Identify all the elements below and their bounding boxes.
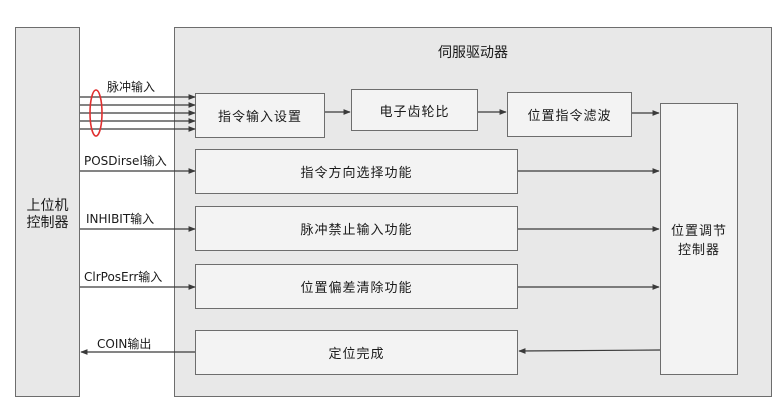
block-pos-error-clear: 位置偏差清除功能 [195, 264, 518, 309]
label-clrposerr-input: ClrPosErr输入 [84, 270, 163, 284]
host-controller-panel: 上位机 控制器 [15, 27, 80, 397]
block-cmd-input-setting: 指令输入设置 [195, 93, 325, 138]
block-position-controller: 位置调节 控制器 [660, 103, 738, 375]
label-inhibit-input: INHIBIT输入 [86, 212, 155, 226]
block-positioning-complete: 定位完成 [195, 330, 518, 375]
host-controller-label: 上位机 控制器 [26, 198, 69, 231]
block-pos-cmd-filter: 位置指令滤波 [507, 92, 632, 137]
arrow-controller-to-complete [518, 348, 661, 354]
block-electronic-gear: 电子齿轮比 [351, 89, 478, 131]
label-coin-output: COIN输出 [97, 337, 152, 351]
label-posdirsel-input: POSDirsel输入 [84, 154, 167, 168]
block-pulse-inhibit: 脉冲禁止输入功能 [195, 206, 518, 251]
label-pulse-input: 脉冲输入 [107, 80, 156, 94]
servo-drive-title: 伺服驱动器 [438, 45, 508, 61]
block-cmd-dir-select: 指令方向选择功能 [195, 149, 518, 194]
pulse-group-ellipse [89, 89, 103, 137]
